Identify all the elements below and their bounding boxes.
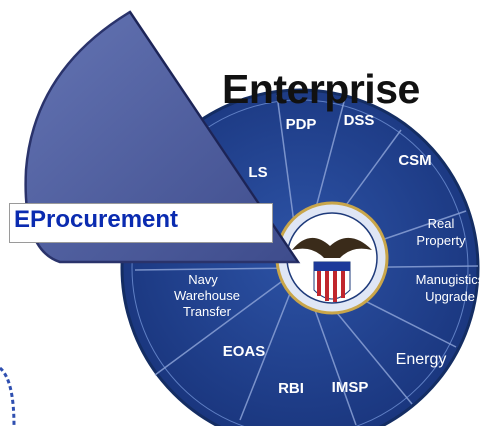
segment-label-real-property: Real Property: [416, 216, 466, 248]
partial-circle-decoration: [0, 366, 16, 426]
segment-label-eoas: EOAS: [223, 343, 266, 360]
segment-label-pdp: PDP: [286, 116, 317, 133]
svg-text:Real: Real: [428, 216, 455, 231]
svg-text:Manugistics: Manugistics: [416, 272, 485, 287]
eprocurement-label: EProcurement: [14, 206, 179, 233]
segment-label-csm: CSM: [398, 152, 431, 169]
svg-text:Upgrade: Upgrade: [425, 289, 475, 304]
svg-text:Property: Property: [416, 233, 466, 248]
svg-text:Navy: Navy: [188, 272, 218, 287]
svg-text:Transfer: Transfer: [183, 304, 232, 319]
segment-label-navy-warehouse-transfer: Navy Warehouse Transfer: [174, 272, 240, 319]
eprocurement-label-box: EProcurement: [9, 203, 273, 243]
seal-emblem: [275, 201, 389, 315]
segment-label-manugistics-upgrade: Manugistics Upgrade: [416, 272, 485, 304]
enterprise-heading: Enterprise: [222, 66, 420, 112]
segment-label-imsp: IMSP: [332, 379, 369, 396]
svg-text:Warehouse: Warehouse: [174, 288, 240, 303]
segment-label-dss: DSS: [344, 112, 375, 129]
segment-label-ls: LS: [248, 164, 267, 181]
eprocurement-wedge: [24, 10, 301, 264]
segment-label-rbi: RBI: [278, 380, 304, 397]
segment-label-energy: Energy: [396, 351, 447, 368]
